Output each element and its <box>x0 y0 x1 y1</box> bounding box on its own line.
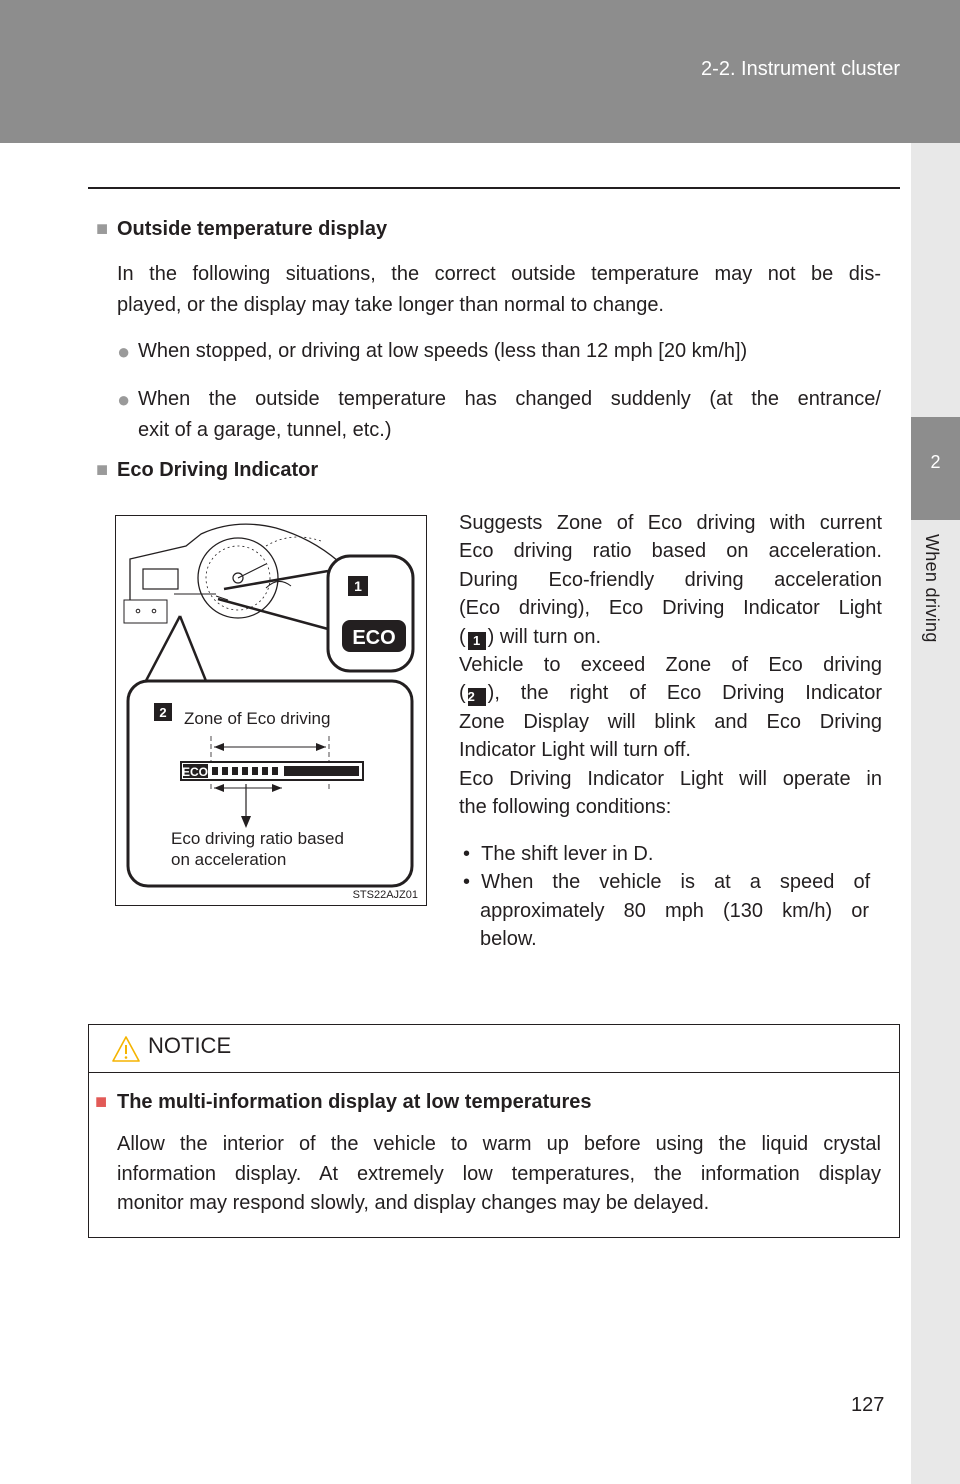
page-number: 127 <box>851 1394 885 1416</box>
eco-line: (2), the right of Eco Driving Indicator <box>459 682 882 707</box>
eco-line: During Eco-friendly driving acceleration <box>459 568 882 591</box>
heading-square-icon: ■ <box>96 218 109 240</box>
callout-1-label: 1 <box>354 578 362 594</box>
notice-title: NOTICE <box>148 1033 232 1058</box>
side-tab <box>911 143 960 1484</box>
side-tab-number: 2 <box>930 452 941 472</box>
eco-heading: Eco Driving Indicator <box>117 459 319 481</box>
top-rule <box>88 187 900 189</box>
notice-line: information display. At extremely low te… <box>117 1162 881 1185</box>
eco-line: Zone Display will blink and Eco Driving <box>459 710 882 733</box>
warning-triangle-icon <box>112 1036 140 1062</box>
zone-label: Zone of Eco driving <box>184 709 330 728</box>
side-tab-marker <box>911 417 960 520</box>
eco-line: Eco Driving Indicator Light will operate… <box>459 767 882 790</box>
outside-temp-bullet-2a: When the outside temperature has changed… <box>138 388 881 410</box>
callout-2-icon: 2 <box>467 688 486 707</box>
page-header: 2-2. Instrument cluster <box>0 0 960 143</box>
outside-temp-intro-1: In the following situations, the correct… <box>117 263 881 285</box>
figure-code: STS22AJZ01 <box>353 889 418 901</box>
eco-description: Suggests Zone of Eco driving with curren… <box>459 509 882 821</box>
eco-line: Eco driving ratio based on acceleration. <box>459 540 882 563</box>
eco-illustration: 1 ECO 2 Zone of Eco driving ECO <box>115 515 427 906</box>
notice-header: NOTICE <box>89 1025 899 1073</box>
ratio-label-1: Eco driving ratio based <box>171 829 344 848</box>
bar-eco-label: ECO <box>182 765 208 779</box>
notice-line: Allow the interior of the vehicle to war… <box>117 1133 881 1155</box>
bullet-dot-icon: ● <box>117 339 131 364</box>
eco-line: (Eco driving), Eco Driving Indicator Lig… <box>459 597 882 620</box>
condition-item-cont: below. <box>480 928 537 951</box>
outside-temp-bullet-2b: exit of a garage, tunnel, etc.) <box>138 419 392 441</box>
eco-badge-label: ECO <box>352 627 395 649</box>
outside-temp-heading: Outside temperature display <box>117 218 388 240</box>
callout-1-icon: 1 <box>467 631 486 650</box>
notice-heading: The multi-information display at low tem… <box>117 1091 592 1113</box>
heading-square-icon: ■ <box>96 459 109 481</box>
bullet-dot-icon: ● <box>117 387 131 412</box>
notice-box: NOTICE ■ The multi-information display a… <box>88 1024 900 1238</box>
illustration-drawing: 1 ECO 2 Zone of Eco driving ECO <box>123 523 418 901</box>
eco-line: the following conditions: <box>459 796 672 819</box>
condition-item: • The shift lever in D. <box>463 843 654 865</box>
notice-line: monitor may respond slowly, and display … <box>117 1192 710 1214</box>
condition-item: • When the vehicle is at a speed of <box>463 871 871 894</box>
eco-line: (1) will turn on. <box>459 625 602 650</box>
notice-body: Allow the interior of the vehicle to war… <box>117 1130 881 1219</box>
eco-line: Vehicle to exceed Zone of Eco driving <box>459 654 882 677</box>
eco-line: Suggests Zone of Eco driving with curren… <box>459 512 882 534</box>
condition-item-cont: approximately 80 mph (130 km/h) or <box>480 899 869 922</box>
side-tab-label: When driving <box>922 534 942 643</box>
ratio-label-2: on acceleration <box>171 850 286 869</box>
callout-2-label: 2 <box>159 705 166 720</box>
outside-temp-bullet-1: When stopped, or driving at low speeds (… <box>138 340 748 362</box>
outside-temp-intro-2: played, or the display may take longer t… <box>117 294 664 316</box>
eco-line: Indicator Light will turn off. <box>459 739 691 762</box>
eco-conditions: • The shift lever in D. • When the vehic… <box>463 840 883 954</box>
section-title: 2-2. Instrument cluster <box>701 58 900 80</box>
heading-square-icon: ■ <box>95 1091 108 1113</box>
